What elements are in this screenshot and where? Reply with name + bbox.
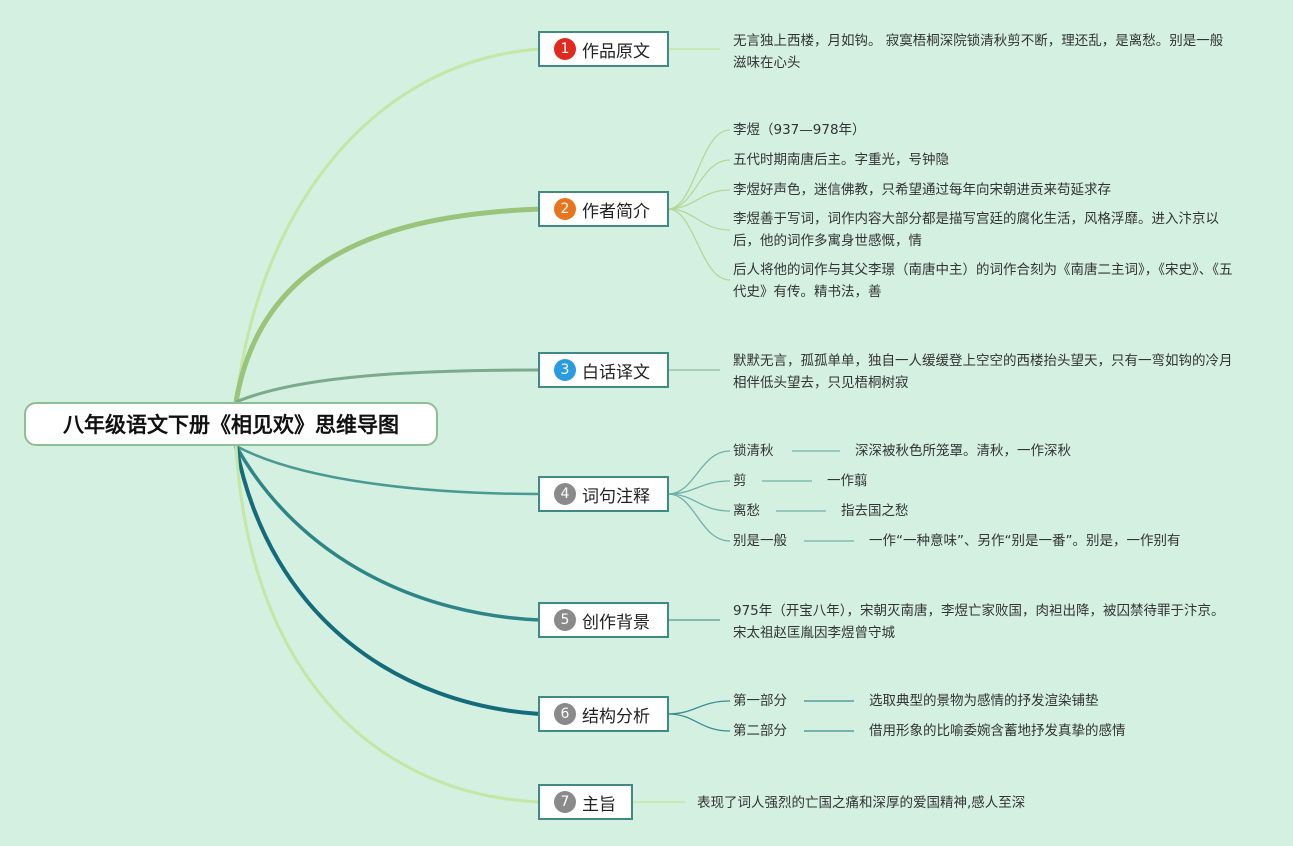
branch-node-1[interactable]: 1 作品原文: [538, 31, 669, 67]
branch-node-7[interactable]: 7 主旨: [538, 784, 633, 820]
branch-label: 白话译文: [582, 362, 650, 383]
fan-b2: [667, 129, 731, 281]
b7-theme-text: 表现了词人强烈的亡国之痛和深厚的爱国精神,感人至深: [697, 795, 1026, 811]
branch-node-4[interactable]: 4 词句注释: [538, 476, 669, 512]
curve-branch-1: [234, 47, 541, 403]
b2-item: 后人将他的词作与其父李璟（南唐中主）的词作合刻为《南唐二主词》，《宋史》、《五代…: [733, 262, 1233, 300]
b1-original-text: 无言独上西楼，月如钩。 寂寞梧桐深院锁清秋剪不断，理还乱，是离愁。别是一般滋味在…: [733, 33, 1224, 71]
number-badge: 2: [554, 198, 576, 220]
b4-note: 深深被秋色所笼罩。清秋，一作深秋: [855, 443, 1071, 459]
branch-node-2[interactable]: 2 作者简介: [538, 191, 669, 227]
b4-term: 剪: [733, 473, 747, 489]
b2-item: 五代时期南唐后主。字重光，号钟隐: [733, 152, 949, 168]
number-badge: 1: [554, 38, 576, 60]
curve-branch-4: [235, 444, 541, 496]
branch-label: 创作背景: [582, 612, 650, 633]
curve-branch-2: [233, 206, 541, 403]
curve-branch-6: [234, 445, 541, 716]
b3-translation-text: 默默无言，孤孤单单，独自一人缓缓登上空空的西楼抬头望天，只有一弯如钩的冷月相伴低…: [733, 353, 1233, 391]
b5-background-text: 975年（开宝八年），宋朝灭南唐，李煜亡家败国，肉袒出降，被囚禁待罪于汴京。宋太…: [733, 603, 1225, 641]
branch-label: 结构分析: [582, 706, 650, 727]
number-badge: 4: [554, 483, 576, 505]
b6-note: 选取典型的景物为感情的抒发渲染铺垫: [869, 693, 1099, 709]
curve-branch-5: [234, 445, 541, 622]
b2-item: 李煜（937—978年）: [733, 122, 866, 138]
branch-label: 主旨: [582, 794, 616, 815]
fan-b4: [667, 450, 731, 542]
number-badge: 3: [554, 359, 576, 381]
b2-item: 李煜好声色，迷信佛教，只希望通过每年向宋朝进贡来苟延求存: [733, 182, 1111, 198]
curve-branch-7: [234, 445, 541, 804]
b4-note: 指去国之愁: [841, 503, 909, 519]
b6-term: 第一部分: [733, 693, 787, 709]
fan-b6: [667, 700, 731, 732]
b6-note: 借用形象的比喻委婉含蓄地抒发真挚的感情: [869, 723, 1126, 739]
b4-note: 一作翦: [827, 473, 868, 489]
number-badge: 6: [554, 703, 576, 725]
branch-label: 词句注释: [582, 486, 650, 507]
branch-node-6[interactable]: 6 结构分析: [538, 696, 669, 732]
curve-branch-3: [235, 368, 541, 404]
root-node[interactable]: 八年级语文下册《相见欢》思维导图: [24, 402, 438, 446]
number-badge: 5: [554, 609, 576, 631]
b4-term: 别是一般: [733, 533, 787, 549]
b6-term: 第二部分: [733, 723, 787, 739]
root-title: 八年级语文下册《相见欢》思维导图: [63, 413, 399, 437]
branch-label: 作者简介: [582, 201, 650, 222]
branch-label: 作品原文: [582, 41, 650, 62]
b4-term: 离愁: [733, 503, 760, 519]
b4-note: 一作“一种意味”、另作“别是一番”。别是，一作别有: [869, 533, 1181, 549]
branch-node-3[interactable]: 3 白话译文: [538, 352, 669, 388]
b2-item: 李煜善于写词，词作内容大部分都是描写宫廷的腐化生活，风格浮靡。进入汴京以后，他的…: [733, 211, 1219, 249]
b4-term: 锁清秋: [733, 443, 774, 459]
number-badge: 7: [554, 791, 576, 813]
branch-node-5[interactable]: 5 创作背景: [538, 602, 669, 638]
